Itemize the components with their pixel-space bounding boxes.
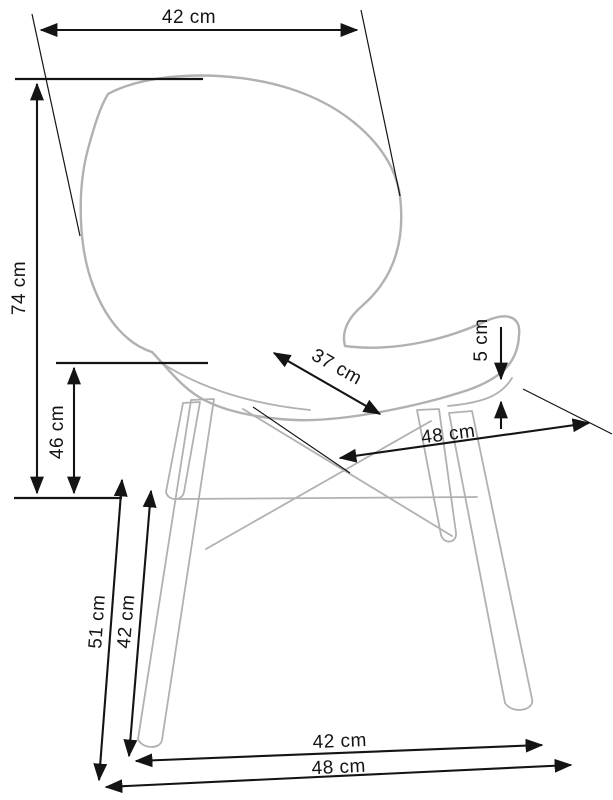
label-front-leg-length: 51 cm [85,594,110,650]
label-top-width: 42 cm [162,7,216,28]
dimension-base-width: 42 cm [134,730,544,768]
extension-line-seat-tip [522,388,613,435]
brace-front-left-to-rear-right-lower [242,408,453,537]
label-base-depth: 48 cm [311,756,366,780]
arrow-seat-depth [338,418,591,463]
brace-front-left-to-rear-right-upper [205,420,432,550]
front-left-leg [137,398,215,748]
dimension-seat-width: 37 cm [272,345,382,415]
dimension-base-depth: 48 cm [104,756,573,794]
arrow-base-width [134,738,544,768]
arrow-base-depth [104,758,573,794]
dimension-total-height: 74 cm [9,77,203,495]
extension-line-top-right [360,9,401,197]
rear-right-leg [416,408,457,543]
label-edge-thickness: 5 cm [471,318,492,361]
label-seat-depth: 48 cm [420,421,477,449]
arrow-seat-width [272,352,382,415]
label-seat-height: 46 cm [47,405,68,459]
extension-line-top-left [31,13,81,237]
label-seat-width: 37 cm [308,345,366,390]
front-right-leg [448,410,533,711]
brace-rear-left-to-front-right [176,496,478,500]
arrow-front-leg-length [93,478,128,782]
dimension-front-leg-length: 51 cm [85,478,128,782]
label-base-width: 42 cm [312,730,367,753]
extension-line-seat-front-edge [252,406,351,474]
chair-shell-outline [79,74,521,422]
seat-rim-line [447,377,513,407]
dimension-top-width: 42 cm [31,7,401,237]
chair-line-art [79,74,533,748]
label-total-height: 74 cm [9,261,30,315]
arrow-rear-leg-length [123,489,157,758]
dimension-edge-thickness: 5 cm [471,318,508,429]
dimension-rear-leg-length: 42 cm [114,489,157,758]
label-rear-leg-length: 42 cm [114,594,140,650]
